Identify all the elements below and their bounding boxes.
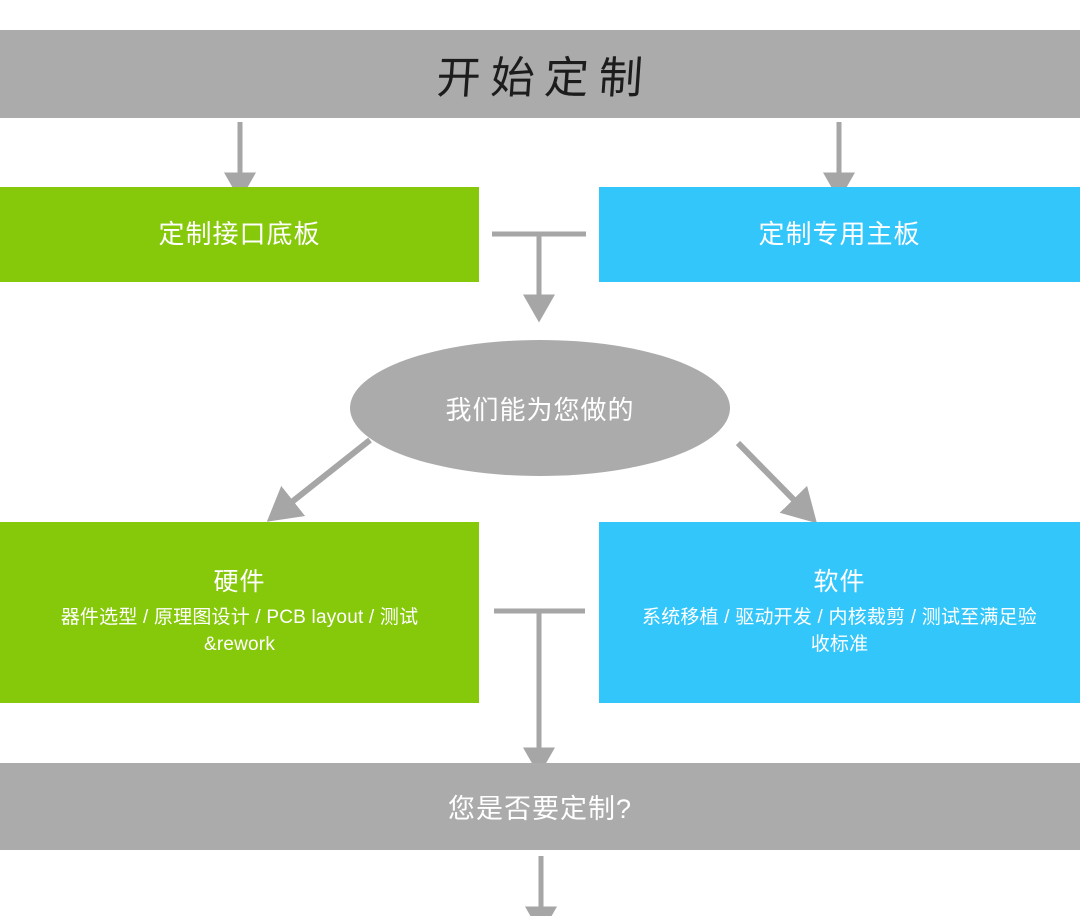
node-software-heading: 软件 <box>813 567 866 596</box>
decision-label: 您是否要定制? <box>447 794 633 824</box>
arrow-capability-to-software <box>735 440 817 524</box>
node-hardware[interactable]: 硬件 器件选型 / 原理图设计 / PCB layout / 测试&rework <box>0 522 479 703</box>
node-hardware-heading: 硬件 <box>213 567 266 596</box>
page-title: 开始定制 <box>434 54 655 103</box>
start-banner: 开始定制 <box>0 30 1080 118</box>
connector-hardware-software-merge-to-decision <box>494 608 585 776</box>
connector-boards-merge-to-capability <box>492 231 586 323</box>
node-software[interactable]: 软件 系统移植 / 驱动开发 / 内核裁剪 / 测试至满足验收标准 <box>599 522 1080 703</box>
arrow-capability-to-hardware <box>266 437 372 522</box>
node-capability[interactable]: 我们能为您做的 <box>350 340 730 476</box>
node-hardware-detail: 器件选型 / 原理图设计 / PCB layout / 测试&rework <box>60 606 419 655</box>
decision-banner: 您是否要定制? <box>0 763 1080 850</box>
node-capability-label: 我们能为您做的 <box>445 394 635 425</box>
node-software-detail: 系统移植 / 驱动开发 / 内核裁剪 / 测试至满足验收标准 <box>642 606 1037 655</box>
node-custom-mainboard[interactable]: 定制专用主板 <box>599 187 1080 282</box>
node-custom-mainboard-label: 定制专用主板 <box>758 218 921 249</box>
node-interface-board-label: 定制接口底板 <box>158 218 321 249</box>
node-interface-board[interactable]: 定制接口底板 <box>0 187 479 282</box>
